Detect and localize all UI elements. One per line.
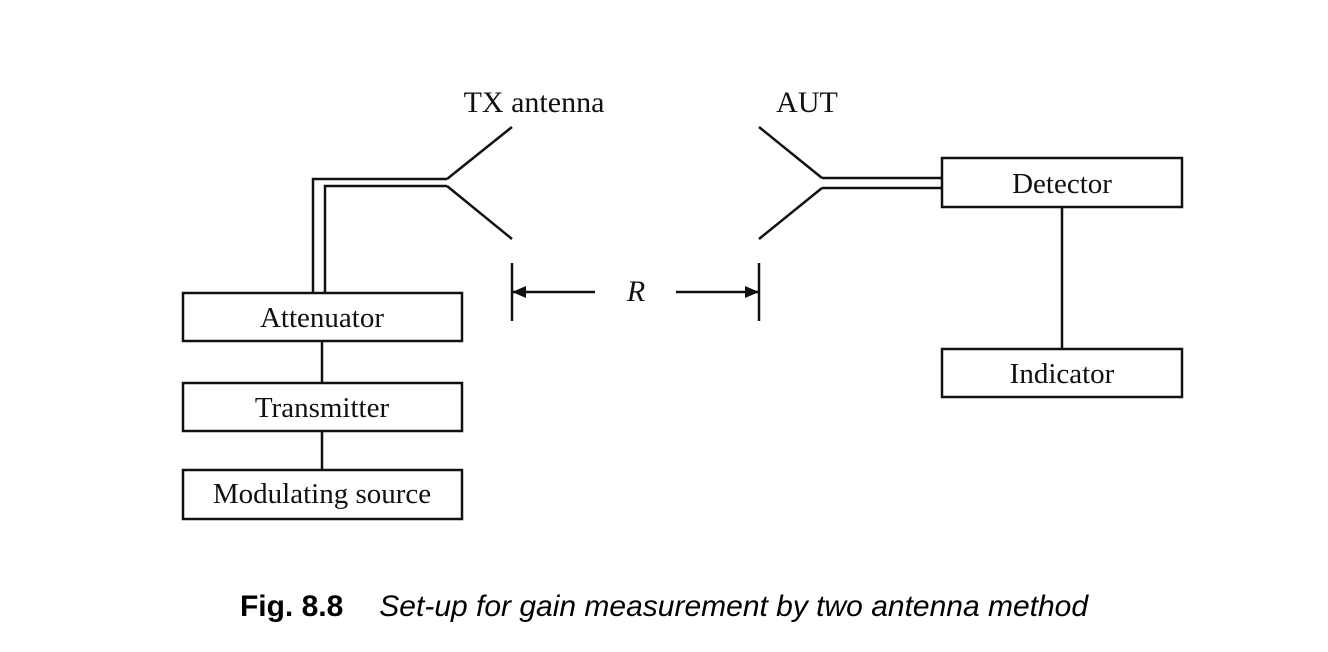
tx-antenna-upper-flare (446, 126, 513, 180)
tx-feed-line-outer (311, 177, 447, 293)
detector-label: Detector (1012, 168, 1112, 200)
attenuator-label: Attenuator (260, 302, 384, 334)
aut-upper-flare (758, 126, 823, 179)
transmitter-block: Transmitter (181, 381, 464, 433)
figure-number: Fig. 8.8 (239, 590, 344, 623)
transmitter-label: Transmitter (255, 392, 390, 424)
tx-antenna-lower-flare (446, 185, 513, 240)
figure-title: Set-up for gain measurement by two anten… (379, 590, 1089, 623)
detector-block: Detector (940, 156, 1184, 209)
tx-feed-line-inner (323, 184, 447, 293)
modulating-source-label: Modulating source (213, 478, 431, 510)
modulating-source-block: Modulating source (181, 468, 464, 521)
aut-lower-flare (758, 187, 823, 240)
aut-label: AUT (776, 86, 838, 119)
distance-label: R (626, 275, 645, 308)
tx-antenna-label: TX antenna (464, 86, 605, 119)
indicator-block: Indicator (940, 347, 1184, 399)
indicator-label: Indicator (1010, 358, 1115, 390)
figure-caption: Fig. 8.8 Set-up for gain measurement by t… (0, 590, 1328, 624)
attenuator-block: Attenuator (181, 291, 464, 343)
